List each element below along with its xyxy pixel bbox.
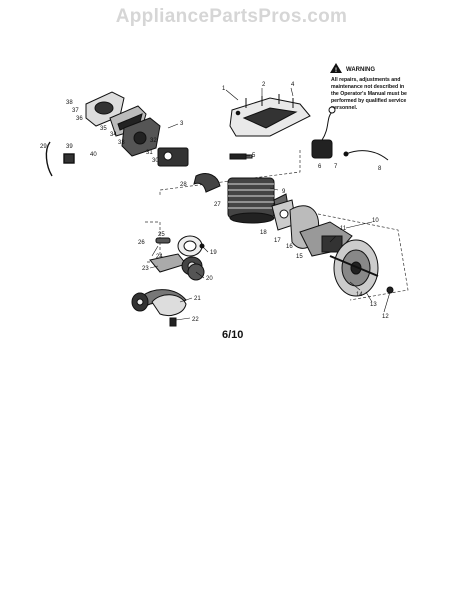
intake-boot [193,173,221,193]
callout-19: 19 [210,250,217,256]
callout-14: 14 [356,292,363,298]
callout-22: 22 [192,317,199,323]
callout-numbers: 1 2 3 4 5 6 7 8 9 10 11 12 13 14 15 16 1… [40,82,389,323]
callout-34: 34 [110,132,117,138]
callout-4: 4 [291,82,295,88]
callout-7: 7 [334,164,338,170]
site-watermark: AppliancePartsPros.com [115,6,348,27]
callout-37: 37 [72,108,79,114]
warning-triangle-icon [330,63,342,73]
callout-2: 2 [262,82,266,88]
warning-line-4: performed by qualified service [331,98,406,104]
warning-line-3: the Operator's Manual must be [331,91,407,97]
callout-1: 1 [222,86,226,92]
callout-11: 11 [340,226,347,232]
callout-21: 21 [194,296,201,302]
callout-17: 17 [274,238,281,244]
callout-12: 12 [382,314,389,320]
callout-leaders [149,87,391,321]
callout-8: 8 [378,166,382,172]
warning-line-1: All repairs, adjustments and [331,77,400,83]
callout-15: 15 [296,254,303,260]
callout-6: 6 [318,164,322,170]
callout-27: 27 [214,202,221,208]
fuel-line [45,141,75,177]
callout-9: 9 [282,189,286,195]
callout-13: 13 [370,302,377,308]
carburetor [121,117,189,167]
callout-25: 25 [158,232,165,238]
callout-16: 16 [286,244,293,250]
callout-30: 30 [152,158,159,164]
cylinder [227,177,289,224]
callout-38: 38 [66,100,73,106]
ignition-coil [311,106,389,161]
callout-10: 10 [372,218,379,224]
svg-text:!: ! [335,68,337,74]
crankcase [289,205,353,257]
callout-29: 29 [40,144,47,150]
callout-36: 36 [76,116,83,122]
page-number: 6/10 [222,329,243,341]
callout-5: 5 [252,153,256,159]
engine-cover [229,94,311,137]
gasket [271,199,297,231]
callout-28: 28 [180,182,187,188]
callout-39: 39 [66,144,73,150]
warning-line-5: personnel. [331,105,358,111]
callout-33: 33 [118,140,125,146]
callout-31: 31 [146,150,153,156]
warning-notice: ! WARNING All repairs, adjustments and m… [330,63,407,111]
callout-3: 3 [180,121,184,127]
warning-title: WARNING [346,67,375,73]
piston-assembly [155,235,205,257]
callout-24: 24 [156,254,163,260]
callout-35: 35 [100,126,107,132]
callout-20: 20 [206,276,213,282]
callout-40: 40 [90,152,97,158]
callout-32: 32 [150,138,157,144]
warning-line-2: maintenance not described in [331,84,404,90]
callout-18: 18 [260,230,267,236]
callout-23: 23 [142,266,149,272]
spark-plug [229,153,253,160]
flywheel [329,239,394,297]
callout-26: 26 [138,240,145,246]
